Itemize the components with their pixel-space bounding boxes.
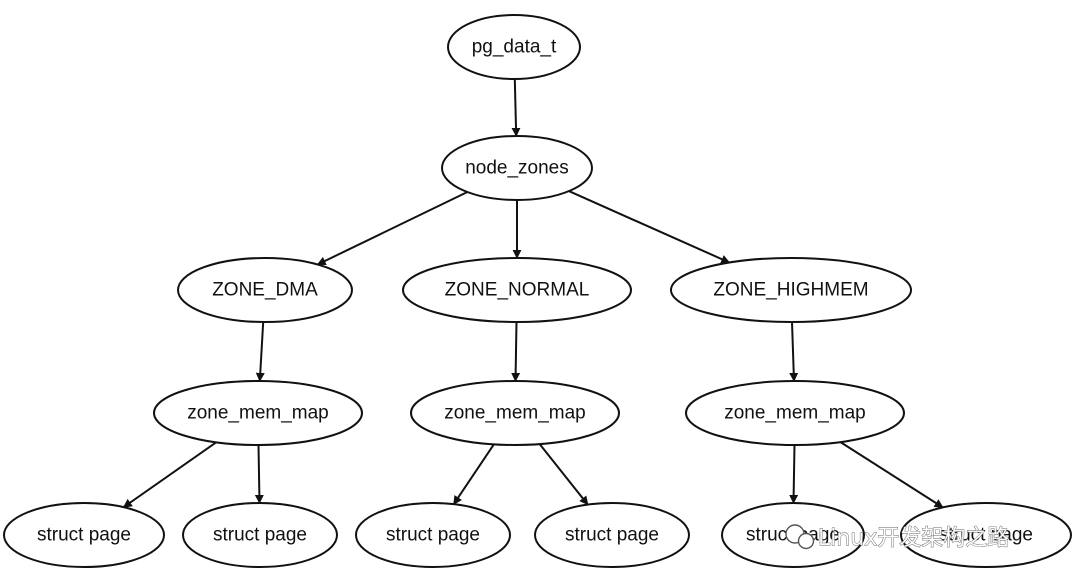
edge-mem_map_dma-to-page_dma_2 bbox=[254, 444, 264, 504]
node-page-normal-2: struct page bbox=[534, 502, 690, 568]
edge-arrow bbox=[789, 321, 799, 382]
node-label: pg_data_t bbox=[472, 37, 557, 58]
node-ellipse bbox=[153, 380, 363, 446]
node-mem-map-dma: zone_mem_map bbox=[153, 380, 363, 446]
node-label: ZONE_HIGHMEM bbox=[713, 280, 868, 301]
edge-mem_map_highmem-to-page_highmem_2 bbox=[839, 441, 944, 509]
watermark-text: Linux开发架构之路 bbox=[818, 526, 1009, 551]
edge-node_zones-to-zone_dma bbox=[316, 191, 468, 266]
node-label: struct page bbox=[213, 525, 307, 546]
edge-zone_highmem-to-mem_map_highmem bbox=[789, 321, 799, 382]
node-mem-map-highmem: zone_mem_map bbox=[685, 380, 905, 446]
node-label: zone_mem_map bbox=[187, 403, 329, 424]
node-ellipse bbox=[441, 135, 593, 201]
edge-arrow bbox=[789, 444, 799, 504]
node-ellipse bbox=[355, 502, 511, 568]
node-label: struct page bbox=[386, 525, 480, 546]
edge-mem_map_highmem-to-page_highmem_1 bbox=[789, 444, 799, 504]
node-ellipse bbox=[447, 14, 581, 80]
node-label: ZONE_DMA bbox=[212, 280, 318, 301]
node-zone-highmem: ZONE_HIGHMEM bbox=[670, 257, 912, 323]
wechat-icon bbox=[785, 524, 815, 550]
edge-node_zones-to-zone_highmem bbox=[568, 190, 731, 264]
edge-arrow bbox=[316, 191, 468, 266]
edge-mem_map_normal-to-page_normal_1 bbox=[452, 443, 495, 505]
edge-arrow bbox=[839, 441, 944, 509]
node-pg-data-t: pg_data_t bbox=[447, 14, 581, 80]
edge-arrow bbox=[568, 190, 731, 264]
node-mem-map-normal: zone_mem_map bbox=[410, 380, 620, 446]
node-ellipse bbox=[410, 380, 620, 446]
node-label: zone_mem_map bbox=[444, 403, 586, 424]
node-label: struct page bbox=[37, 525, 131, 546]
edge-arrow bbox=[254, 444, 264, 504]
node-label: node_zones bbox=[465, 158, 569, 179]
edge-zone_dma-to-mem_map_dma bbox=[255, 321, 265, 382]
edge-mem_map_normal-to-page_normal_2 bbox=[538, 443, 589, 506]
edge-mem_map_dma-to-page_dma_1 bbox=[122, 441, 217, 509]
node-page-dma-2: struct page bbox=[182, 502, 338, 568]
node-label: zone_mem_map bbox=[724, 403, 866, 424]
edge-arrow bbox=[511, 78, 521, 137]
node-ellipse bbox=[900, 502, 1072, 568]
node-zone-dma: ZONE_DMA bbox=[177, 257, 353, 323]
node-ellipse bbox=[685, 380, 905, 446]
edge-arrow bbox=[511, 321, 521, 382]
edge-zone_normal-to-mem_map_normal bbox=[511, 321, 521, 382]
node-ellipse bbox=[182, 502, 338, 568]
node-label: struct page bbox=[939, 525, 1033, 546]
edge-arrow bbox=[255, 321, 265, 382]
node-ellipse bbox=[3, 502, 165, 568]
edge-pg_data_t-to-node_zones bbox=[511, 78, 521, 137]
watermark: Linux开发架构之路 bbox=[785, 524, 1010, 551]
node-page-dma-1: struct page bbox=[3, 502, 165, 568]
node-node-zones: node_zones bbox=[441, 135, 593, 201]
node-ellipse bbox=[177, 257, 353, 323]
node-ellipse bbox=[534, 502, 690, 568]
node-ellipse bbox=[670, 257, 912, 323]
node-ellipse bbox=[402, 257, 632, 323]
node-label: ZONE_NORMAL bbox=[445, 280, 590, 301]
edge-arrow bbox=[452, 443, 495, 505]
edges bbox=[122, 78, 944, 509]
node-zone-normal: ZONE_NORMAL bbox=[402, 257, 632, 323]
node-page-highmem-2: struct page bbox=[900, 502, 1072, 568]
edge-arrow bbox=[538, 443, 589, 506]
node-label: struct page bbox=[565, 525, 659, 546]
edge-arrow bbox=[122, 441, 217, 509]
node-page-normal-1: struct page bbox=[355, 502, 511, 568]
